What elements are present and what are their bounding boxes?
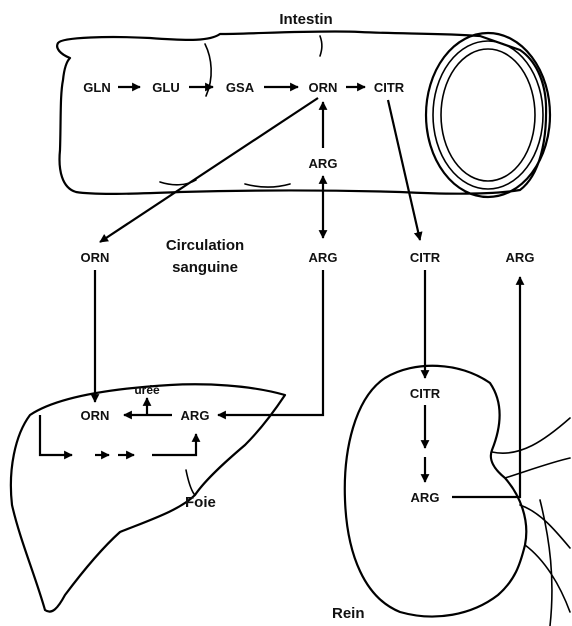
blood-label-line-2: sanguine — [172, 259, 238, 276]
arrow-orn-cycle-start — [40, 415, 72, 455]
orn-label-blood: ORN — [81, 250, 110, 265]
citr-label-kidney: CITR — [410, 386, 441, 401]
labels: Intestin Foie Rein Circulation sanguine … — [81, 11, 535, 622]
arrow-orn-to-blood — [100, 98, 318, 242]
kidney-shape — [345, 366, 570, 626]
arrow-citr-to-blood — [388, 100, 420, 240]
arrow-arg-to-liver — [218, 270, 323, 415]
orn-label-intestine: ORN — [309, 80, 338, 95]
gln-label: GLN — [83, 80, 110, 95]
arg-label-kidney-out: ARG — [506, 250, 535, 265]
arg-label-liver: ARG — [181, 408, 210, 423]
arg-label-blood: ARG — [309, 250, 338, 265]
citr-label-blood: CITR — [410, 250, 441, 265]
arrow-cycle-to-arg — [152, 434, 196, 455]
arg-label-intestine: ARG — [309, 156, 338, 171]
orn-label-liver: ORN — [81, 408, 110, 423]
citr-label-intestine: CITR — [374, 80, 405, 95]
blood-label-line-1: Circulation — [166, 237, 244, 254]
uree-label: urée — [134, 383, 160, 397]
glu-label-intestine: GLU — [152, 80, 179, 95]
gsa-label: GSA — [226, 80, 255, 95]
liver-shape — [11, 384, 285, 611]
liver-label: Foie — [185, 494, 216, 511]
intestine-shape — [57, 31, 550, 197]
arg-label-kidney: ARG — [411, 490, 440, 505]
arrow-arg-kidney-to-blood — [452, 277, 520, 497]
intestine-label: Intestin — [279, 11, 332, 28]
kidney-label: Rein — [332, 605, 365, 622]
